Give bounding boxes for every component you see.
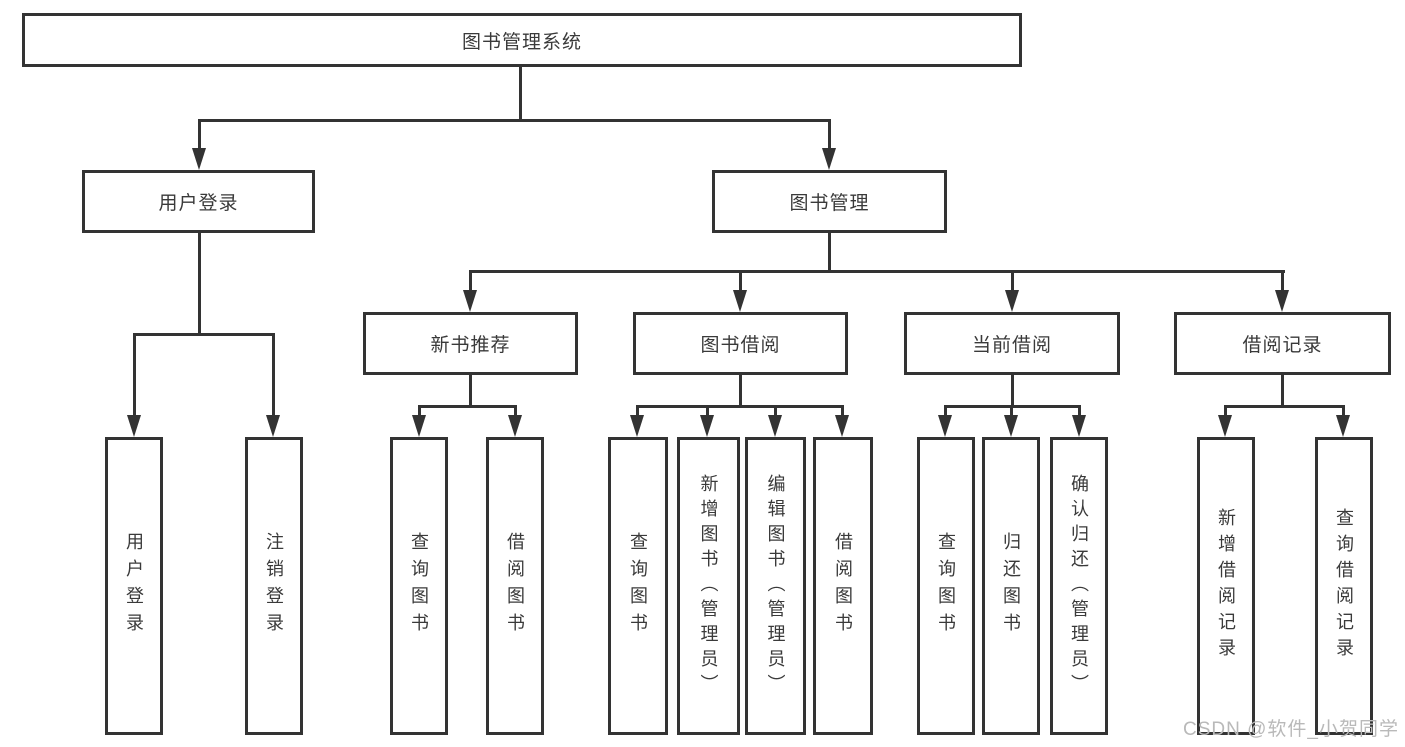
connector [1281, 270, 1284, 292]
arrow-down-icon [835, 415, 849, 437]
arrow-down-icon [508, 415, 522, 437]
connector [133, 333, 136, 417]
connector [739, 270, 742, 292]
leaf-borrow-books: 借阅图书 [486, 437, 544, 735]
connector [469, 270, 472, 292]
connector [944, 405, 1081, 408]
connector [706, 405, 709, 419]
leaf-query-books: 查询图书 [608, 437, 668, 735]
leaf-edit-books-admin: 编辑图书（管理员） [745, 437, 806, 735]
connector [133, 333, 274, 336]
connector [514, 405, 517, 419]
connector [418, 405, 517, 408]
leaf-add-borrow-record: 新增借阅记录 [1197, 437, 1255, 735]
connector [1011, 270, 1014, 292]
arrow-down-icon [1275, 290, 1289, 312]
connector [1224, 405, 1344, 408]
arrow-down-icon [1005, 290, 1019, 312]
arrow-down-icon [1218, 415, 1232, 437]
connector [198, 232, 201, 335]
arrow-down-icon [938, 415, 952, 437]
arrow-down-icon [412, 415, 426, 437]
connector [636, 405, 844, 408]
connector [1224, 405, 1227, 419]
leaf-user-login: 用户登录 [105, 437, 163, 735]
arrow-down-icon [768, 415, 782, 437]
leaf-query-books: 查询图书 [917, 437, 975, 735]
arrow-down-icon [192, 148, 206, 170]
connector [198, 119, 831, 122]
node-current-borrow: 当前借阅 [904, 312, 1120, 375]
connector [1010, 405, 1013, 419]
csdn-watermark: CSDN @软件_小贺同学 [1183, 719, 1399, 740]
connector [418, 405, 421, 419]
connector [272, 333, 275, 417]
connector [636, 405, 639, 419]
connector [841, 405, 844, 419]
connector [1342, 405, 1345, 419]
leaf-return-books: 归还图书 [982, 437, 1040, 735]
leaf-logout: 注销登录 [245, 437, 303, 735]
arrow-down-icon [1004, 415, 1018, 437]
arrow-down-icon [1072, 415, 1086, 437]
arrow-down-icon [822, 148, 836, 170]
connector [469, 270, 1285, 273]
connector [944, 405, 947, 419]
arrow-down-icon [266, 415, 280, 437]
node-book-borrow: 图书借阅 [633, 312, 848, 375]
leaf-query-books: 查询图书 [390, 437, 448, 735]
arrow-down-icon [1336, 415, 1350, 437]
node-root: 图书管理系统 [22, 13, 1022, 67]
connector [774, 405, 777, 419]
arrow-down-icon [463, 290, 477, 312]
leaf-add-books-admin: 新增图书（管理员） [677, 437, 740, 735]
leaf-query-borrow-record: 查询借阅记录 [1315, 437, 1373, 735]
connector [1281, 373, 1284, 407]
arrow-down-icon [700, 415, 714, 437]
node-book-management: 图书管理 [712, 170, 947, 233]
leaf-borrow-books: 借阅图书 [813, 437, 873, 735]
node-user-login: 用户登录 [82, 170, 315, 233]
node-new-book-recommend: 新书推荐 [363, 312, 578, 375]
arrow-down-icon [630, 415, 644, 437]
connector [1011, 373, 1014, 407]
arrow-down-icon [127, 415, 141, 437]
leaf-confirm-return-admin: 确认归还（管理员） [1050, 437, 1108, 735]
arrow-down-icon [733, 290, 747, 312]
connector [519, 66, 522, 121]
connector [739, 373, 742, 407]
connector [828, 232, 831, 272]
node-borrow-records: 借阅记录 [1174, 312, 1391, 375]
connector [469, 373, 472, 407]
connector [828, 119, 831, 151]
connector [1078, 405, 1081, 419]
connector [198, 119, 201, 151]
